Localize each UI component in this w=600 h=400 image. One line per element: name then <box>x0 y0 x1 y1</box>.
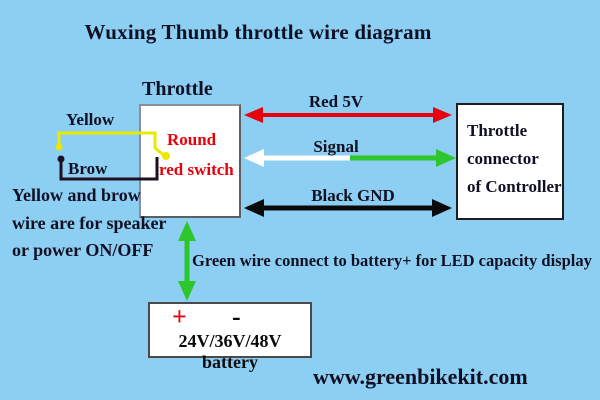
speaker-note-line-1: Yellow and brow <box>12 185 141 205</box>
round-switch-label-line2: red switch <box>159 160 234 179</box>
diagram-title: Wuxing Thumb throttle wire diagram <box>84 20 432 44</box>
yellow-wire-label: Yellow <box>66 110 115 129</box>
controller-box-line-2: connector <box>467 149 539 168</box>
throttle-box: Round red switch <box>139 104 241 218</box>
website-footer: www.greenbikekit.com <box>313 364 528 389</box>
green-wire-note: Green wire connect to battery+ for LED c… <box>192 251 592 270</box>
battery-minus-terminal: - <box>232 302 241 331</box>
black-gnd-label: Black GND <box>311 186 395 205</box>
controller-connector-box: Throttle connector of Controller <box>456 103 564 220</box>
speaker-note-line-3: or power ON/OFF <box>12 240 154 260</box>
controller-box-line-3: of Controller <box>467 177 562 196</box>
throttle-box-heading: Throttle <box>142 78 213 100</box>
speaker-note-line-2: wire are for speaker <box>12 213 167 233</box>
signal-label: Signal <box>313 137 359 156</box>
brown-wire-label: Brow <box>68 159 108 178</box>
controller-box-line-1: Throttle <box>467 121 528 140</box>
red-5v-label: Red 5V <box>308 92 364 111</box>
battery-box: + - 24V/36V/48V battery <box>148 302 312 372</box>
battery-plus-terminal: + <box>172 302 187 331</box>
battery-voltage-label: 24V/36V/48V battery <box>178 331 282 372</box>
round-switch-label-line1: Round <box>167 130 217 149</box>
